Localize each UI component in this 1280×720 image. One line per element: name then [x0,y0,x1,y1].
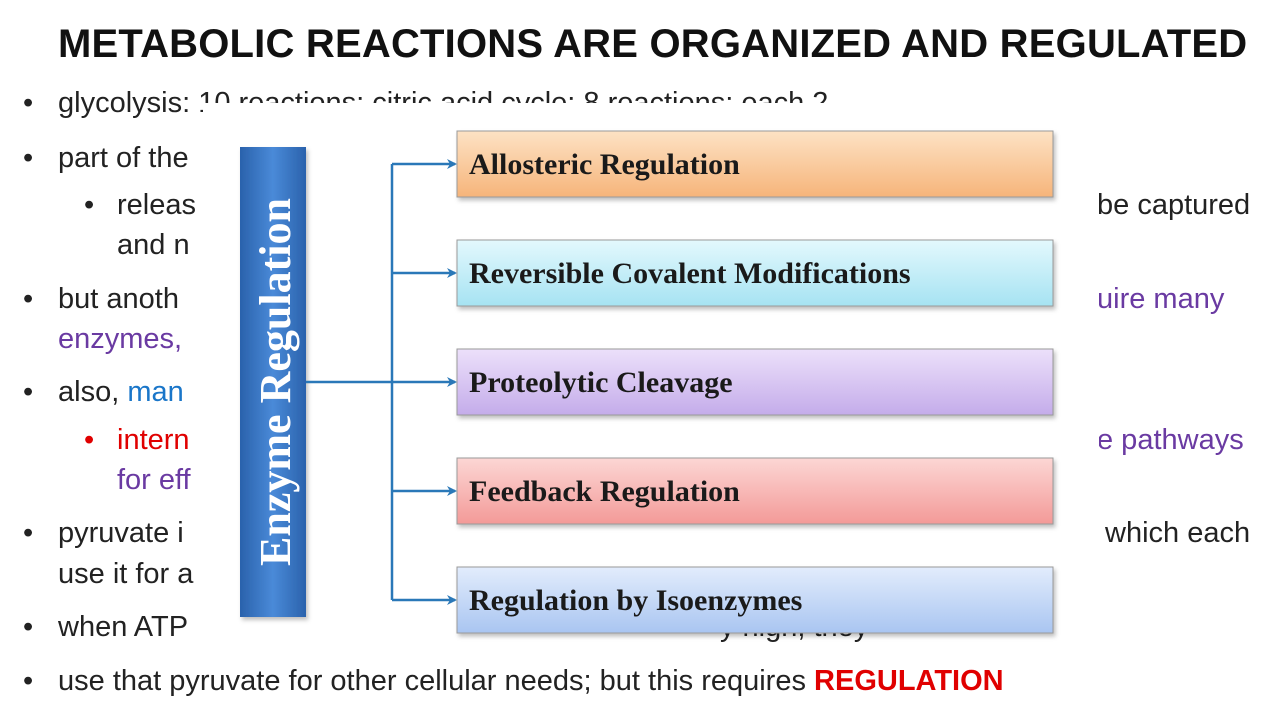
branch-label-1: Allosteric Regulation [469,148,740,181]
bullet-4-text: also, [58,376,128,408]
bullet-3: •but anoth [23,283,179,315]
branch-label-3: Proteolytic Cleavage [469,366,733,399]
branch-box-2 [456,239,1054,307]
root-bar [240,147,306,617]
sub-bullet-2-tail: e pathways [1097,424,1244,456]
bullet-3-tail: uire many [1097,283,1225,315]
bullet-3-cont: enzymes, [58,319,182,359]
bullet-3-cont-purple: enzymes, [58,323,183,355]
bullet-4-blue: man [127,376,184,408]
sub-bullet-1-cont: and n [117,229,190,261]
branch-box-4 [456,457,1054,525]
bullet-2: •part of the [23,142,189,174]
bullet-7: •use that pyruvate for other cellular ne… [23,665,1004,697]
bullet-5-text: pyruvate i [58,517,184,549]
branch-box-3 [456,348,1054,416]
root-label: Enzyme Regulation [251,198,300,566]
branch-box-1 [456,130,1054,198]
regulation-emphasis: REGULATION [814,665,1004,697]
sub-bullet-1: •releas [84,189,196,221]
sub-bullet-2-cont: for eff [117,464,191,496]
branch-label-2: Reversible Covalent Modifications [469,257,911,290]
branch-label-5: Regulation by Isoenzymes [469,584,802,617]
bullet-6-text: when ATP [58,611,189,643]
branch-box-5 [456,566,1054,634]
sub-bullet-2: •intern [84,424,190,456]
bullet-5: •pyruvate i [23,517,184,549]
sub-bullet-2-text: intern [117,424,190,456]
bullet-4: •also, man [23,376,184,408]
sub-bullet-1-text: releas [117,189,196,221]
branch-label-4: Feedback Regulation [469,475,740,508]
slide-title: METABOLIC REACTIONS ARE ORGANIZED AND RE… [58,22,1248,66]
bullet-2-text: part of the [58,142,189,174]
bullet-6: •when ATP [23,611,189,643]
bullet-5-cont: use it for a [58,558,194,590]
bullet-5-tail: which each [1105,517,1251,549]
bullet-3-text: but anoth [58,283,179,315]
connector-lines [306,159,457,605]
sub-bullet-1-tail: be captured [1097,189,1251,221]
bullet-7-text: use that pyruvate for other cellular nee… [58,665,815,697]
